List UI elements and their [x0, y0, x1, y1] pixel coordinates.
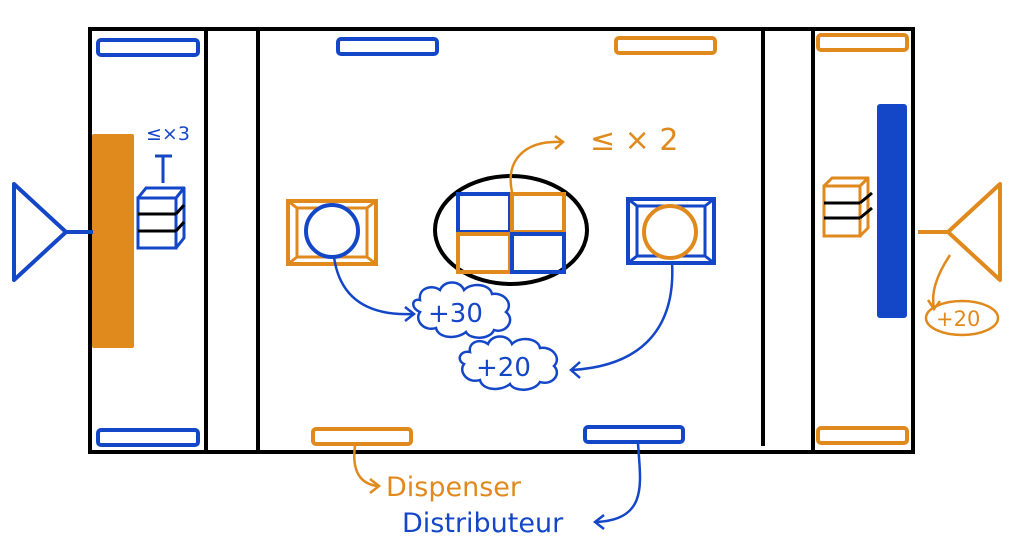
dispenser-blue-top-left — [96, 38, 200, 57]
distributeur-label-arrow-icon — [592, 442, 642, 530]
center-stack-limit-label: ≤ × 2 — [590, 123, 678, 158]
center-circle-zone — [433, 174, 589, 286]
left-blue-triangle-icon — [12, 182, 93, 282]
right-cube-stack-icon — [822, 176, 873, 238]
score-right-zone-label: +20 — [936, 307, 980, 331]
left-stack-up-arrow-icon — [155, 154, 172, 183]
dispenser-blue-bottom-left — [96, 428, 200, 447]
dispenser-label: Dispenser — [386, 472, 522, 503]
left-circle-score-arrow-icon — [332, 256, 417, 322]
center-limit-arrow-icon — [509, 135, 565, 193]
dispenser-orange-top-center — [614, 36, 717, 55]
left-stack-limit-label: ≤×3 — [146, 123, 190, 145]
center-square-bottom-right — [510, 232, 566, 274]
dispenser-blue-bottom-center — [583, 425, 685, 444]
score-oval-right — [924, 299, 1000, 337]
right-square-platform — [626, 197, 716, 265]
left-square-platform — [286, 199, 378, 266]
score-left-square-label: +30 — [428, 299, 483, 329]
score-right-square-label: +20 — [476, 353, 531, 383]
dispenser-blue-top-center — [336, 37, 439, 56]
left-blue-circle — [304, 203, 360, 259]
dispenser-orange-bottom-right — [816, 426, 909, 445]
left-goal-bar — [92, 134, 134, 348]
dispenser-label-arrow-icon — [353, 445, 382, 494]
right-zone-score-arrow-icon — [926, 254, 952, 312]
dispenser-orange-bottom-center — [311, 427, 413, 446]
left-cube-stack-icon — [136, 186, 186, 250]
right-orange-triangle-icon — [918, 182, 1002, 282]
right-goal-bar — [877, 104, 907, 318]
distributeur-label: Distributeur — [402, 508, 564, 539]
field-border — [88, 27, 915, 454]
score-cloud-left — [412, 281, 512, 339]
right-orange-circle — [642, 204, 698, 260]
dispenser-orange-top-right — [816, 33, 909, 52]
right-circle-score-arrow-icon — [569, 261, 674, 379]
score-cloud-center — [458, 335, 559, 391]
